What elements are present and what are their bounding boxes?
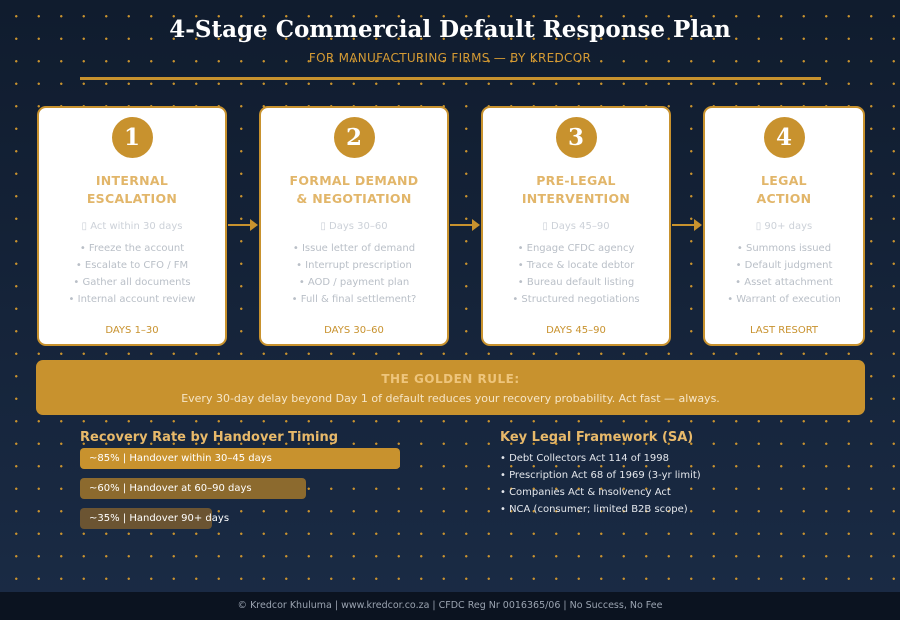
stage-action-item: • Interrupt prescription <box>296 260 412 271</box>
stage-action-item: • Escalate to CFO / FM <box>75 260 189 271</box>
stage-title-line: PRE-LEGAL <box>536 173 616 188</box>
stage-action-item: • Freeze the account <box>79 243 185 254</box>
stage-card-1: 1 INTERNAL ESCALATION ▯ Act within 30 day… <box>37 106 227 346</box>
recovery-bar: ~60% | Handover at 60–90 days <box>80 478 306 499</box>
stage-number-badge: 4 <box>763 117 805 158</box>
stage-timing: ▯ Act within 30 days <box>81 221 183 232</box>
stage-card-2: 2 FORMAL DEMAND & NEGOTIATION ▯ Days 30–6… <box>259 106 449 346</box>
stage-action-item: • AOD / payment plan <box>298 277 410 288</box>
footer: © Kredcor Khuluma | www.kredcor.co.za | … <box>0 592 900 620</box>
stage-card-4: 4 LEGAL ACTION ▯ 90+ days • Summons issued… <box>703 106 865 346</box>
legal-item: • Debt Collectors Act 114 of 1998 <box>500 453 670 464</box>
stage-action-item: • Gather all documents <box>73 277 191 288</box>
stage-title-line: & NEGOTIATION <box>296 191 412 206</box>
golden-rule-text: Every 30-day delay beyond Day 1 of defau… <box>181 392 720 405</box>
stage-action-item: • Warrant of execution <box>727 294 841 305</box>
arrow-icon <box>672 219 702 231</box>
stage-title: PRE-LEGAL INTERVENTION <box>483 172 669 208</box>
stage-number-badge: 2 <box>333 117 375 158</box>
stage-days-label: DAYS 1–30 <box>105 325 159 336</box>
stage-card-3: 3 PRE-LEGAL INTERVENTION ▯ Days 45–90 • En… <box>481 106 671 346</box>
stage-action-item: • Summons issued <box>736 243 832 254</box>
golden-rule-heading: THE GOLDEN RULE: <box>381 372 520 386</box>
arrow-icon <box>228 219 258 231</box>
stage-title-line: INTERVENTION <box>521 191 631 206</box>
stage-title-line: FORMAL DEMAND <box>289 173 419 188</box>
recovery-heading: Recovery Rate by Handover Timing <box>80 430 339 445</box>
stage-title-line: ACTION <box>756 191 812 206</box>
stage-action-item: • Default judgment <box>735 260 833 271</box>
stage-title: FORMAL DEMAND & NEGOTIATION <box>261 172 447 208</box>
stage-title-line: ESCALATION <box>86 191 178 206</box>
stage-days-label: DAYS 30–60 <box>324 325 384 336</box>
legal-heading: Key Legal Framework (SA) <box>500 430 694 445</box>
arrow-icon <box>450 219 480 231</box>
legal-item: • Companies Act & Insolvency Act <box>500 487 671 498</box>
stage-timing: ▯ 90+ days <box>755 221 813 232</box>
golden-rule-banner: THE GOLDEN RULE: Every 30-day delay beyo… <box>36 360 865 415</box>
stage-number-badge: 1 <box>111 117 153 158</box>
stage-days-label: DAYS 45–90 <box>546 325 606 336</box>
stage-action-item: • Bureau default listing <box>517 277 635 288</box>
title-divider <box>80 77 821 80</box>
stage-action-item: • Internal account review <box>68 294 196 305</box>
stage-action-item: • Engage CFDC agency <box>517 243 635 254</box>
stage-number-badge: 3 <box>555 117 597 158</box>
stage-timing: ▯ Days 30–60 <box>320 221 388 232</box>
recovery-bar: ~85% | Handover within 30–45 days <box>80 448 400 469</box>
page-title: 4-Stage Commercial Default Response Plan <box>169 16 731 43</box>
recovery-bar: ~35% | Handover 90+ days <box>80 508 229 529</box>
stage-action-item: • Trace & locate debtor <box>517 260 635 271</box>
stage-action-item: • Full & final settlement? <box>291 294 417 305</box>
legal-item: • NCA (consumer; limited B2B scope) <box>500 504 688 515</box>
stage-title-line: INTERNAL <box>95 173 169 188</box>
page-subtitle: FOR MANUFACTURING FIRMS — BY KREDCOR <box>308 51 592 65</box>
stage-days-label: LAST RESORT <box>749 325 819 336</box>
stage-action-item: • Issue letter of demand <box>292 243 416 254</box>
stage-title: LEGAL ACTION <box>705 172 863 208</box>
stage-title: INTERNAL ESCALATION <box>39 172 225 208</box>
stage-action-item: • Structured negotiations <box>512 294 640 305</box>
stage-timing: ▯ Days 45–90 <box>542 221 610 232</box>
stage-title-line: LEGAL <box>761 173 807 188</box>
legal-item: • Prescription Act 68 of 1969 (3-yr limi… <box>500 470 701 481</box>
stage-action-item: • Asset attachment <box>735 277 833 288</box>
